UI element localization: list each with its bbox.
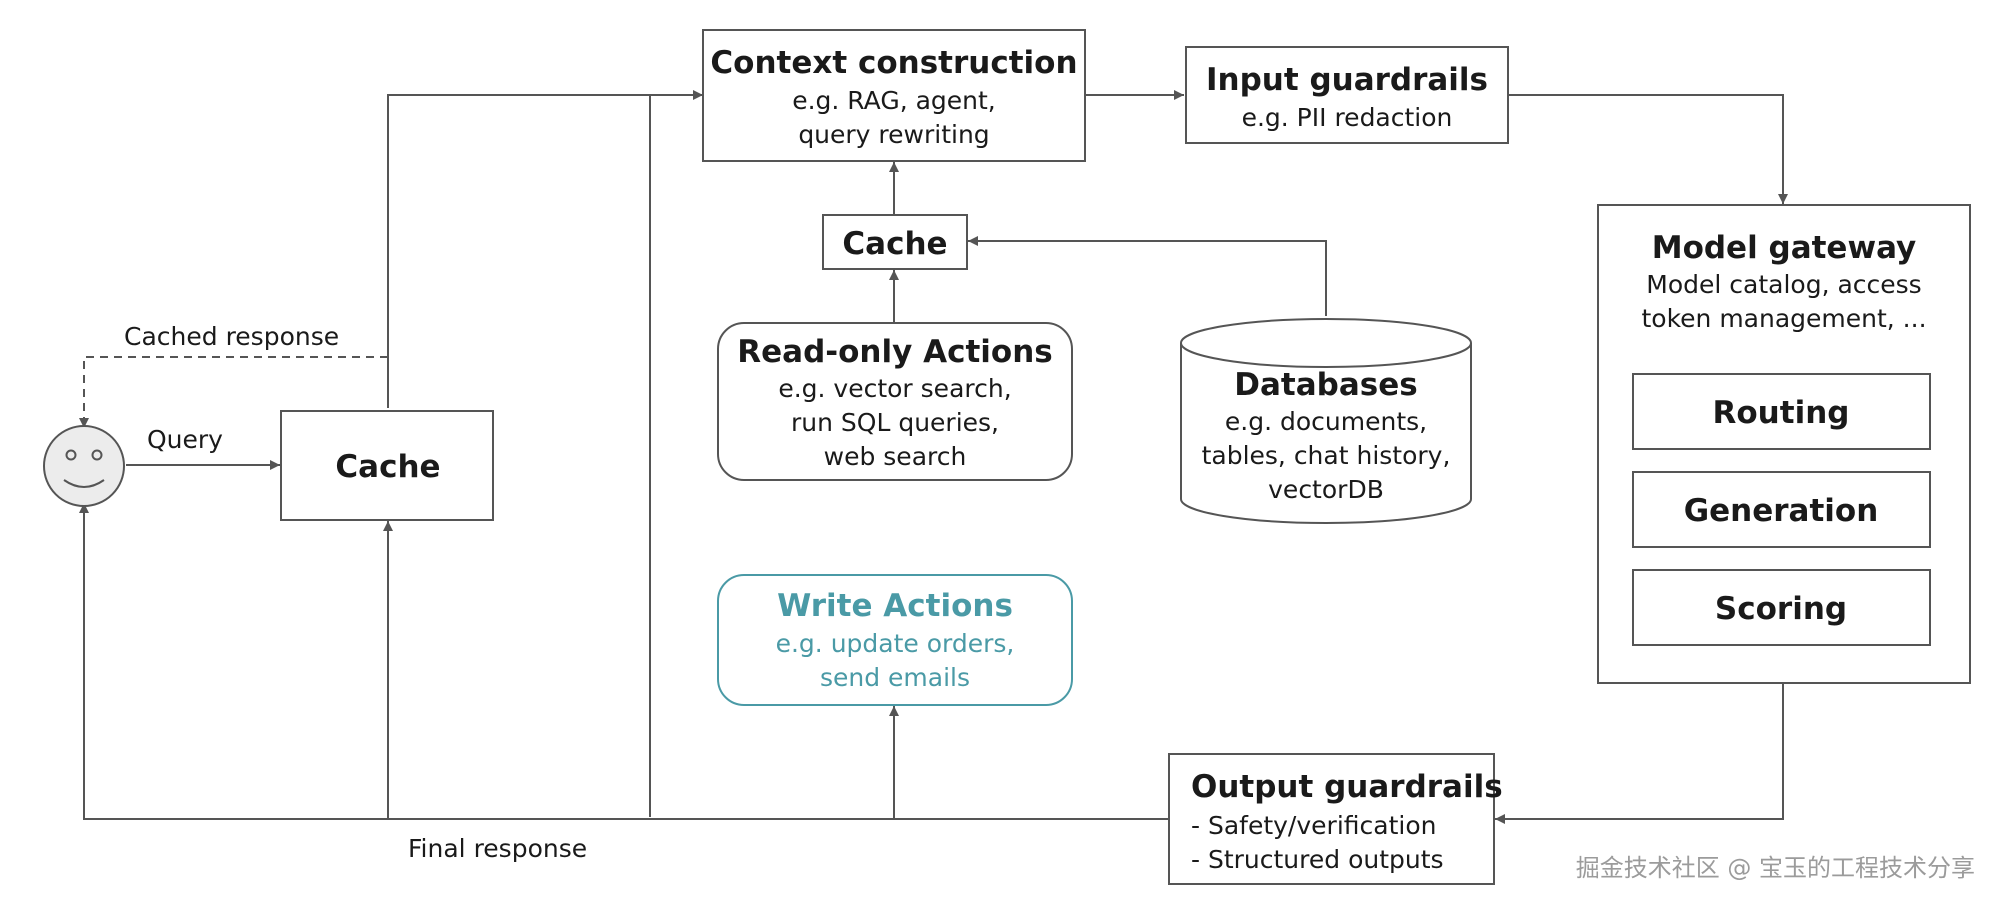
edge-cached-response bbox=[79, 356, 388, 428]
input-guardrails-line-1: e.g. PII redaction bbox=[1242, 103, 1453, 132]
user-icon bbox=[43, 425, 125, 507]
edge-final-response bbox=[79, 503, 1168, 820]
edge-input-guardrails-to-gateway bbox=[1508, 94, 1788, 204]
context-construction-node: Context construction e.g. RAG, agent, qu… bbox=[702, 29, 1086, 162]
model-gateway-line-1: Model catalog, access bbox=[1646, 270, 1921, 299]
read-actions-line-2: run SQL queries, bbox=[791, 408, 999, 437]
read-actions-line-1: e.g. vector search, bbox=[778, 374, 1011, 403]
model-gateway-node: Model gateway Model catalog, access toke… bbox=[1597, 204, 1971, 684]
edge-databases-to-cache bbox=[968, 236, 1327, 316]
write-actions-line-1: e.g. update orders, bbox=[776, 629, 1015, 658]
cache-main-title: Cache bbox=[335, 449, 440, 485]
output-guardrails-line-1: - Safety/verification bbox=[1191, 811, 1436, 840]
watermark: 掘金技术社区 @ 宝玉的工程技术分享 bbox=[1576, 854, 1975, 882]
cache-main-node: Cache bbox=[280, 410, 494, 521]
cache-top-title: Cache bbox=[842, 226, 947, 262]
connectors bbox=[79, 90, 1788, 824]
generation-module bbox=[1632, 471, 1931, 548]
output-guardrails-title: Output guardrails bbox=[1191, 769, 1503, 805]
output-guardrails-node: Output guardrails - Safety/verification … bbox=[1168, 753, 1503, 885]
context-line-1: e.g. RAG, agent, bbox=[792, 86, 996, 115]
scoring-module bbox=[1632, 569, 1931, 646]
routing-label: Routing bbox=[1713, 395, 1850, 431]
generation-label: Generation bbox=[1684, 493, 1879, 529]
output-guardrails-line-2: - Structured outputs bbox=[1191, 845, 1444, 874]
edge-gateway-to-output-guardrails bbox=[1495, 683, 1784, 824]
read-actions-line-3: web search bbox=[824, 442, 967, 471]
read-actions-title: Read-only Actions bbox=[737, 334, 1053, 370]
scoring-label: Scoring bbox=[1715, 591, 1847, 627]
write-actions-title: Write Actions bbox=[777, 588, 1013, 624]
final-response-label: Final response bbox=[408, 834, 587, 863]
edge-cache-to-context bbox=[387, 90, 703, 408]
read-only-actions-node: Read-only Actions e.g. vector search, ru… bbox=[717, 322, 1073, 481]
model-gateway-line-2: token management, ... bbox=[1641, 304, 1926, 333]
context-title: Context construction bbox=[710, 45, 1077, 81]
databases-title: Databases bbox=[1234, 367, 1417, 403]
model-gateway-title: Model gateway bbox=[1652, 230, 1917, 266]
databases-node: Databases e.g. documents, tables, chat h… bbox=[1180, 318, 1472, 524]
databases-line-2: tables, chat history, bbox=[1202, 441, 1451, 470]
write-actions-node: Write Actions e.g. update orders, send e… bbox=[717, 574, 1073, 706]
query-label: Query bbox=[147, 425, 223, 454]
input-guardrails-node: Input guardrails e.g. PII redaction bbox=[1185, 46, 1509, 144]
input-guardrails-title: Input guardrails bbox=[1206, 62, 1488, 98]
databases-line-3: vectorDB bbox=[1268, 475, 1384, 504]
write-actions-line-2: send emails bbox=[820, 663, 970, 692]
cache-top-node: Cache bbox=[822, 214, 968, 270]
cached-response-label: Cached response bbox=[124, 322, 339, 351]
routing-module bbox=[1632, 373, 1931, 450]
context-line-2: query rewriting bbox=[798, 120, 989, 149]
databases-line-1: e.g. documents, bbox=[1225, 407, 1427, 436]
